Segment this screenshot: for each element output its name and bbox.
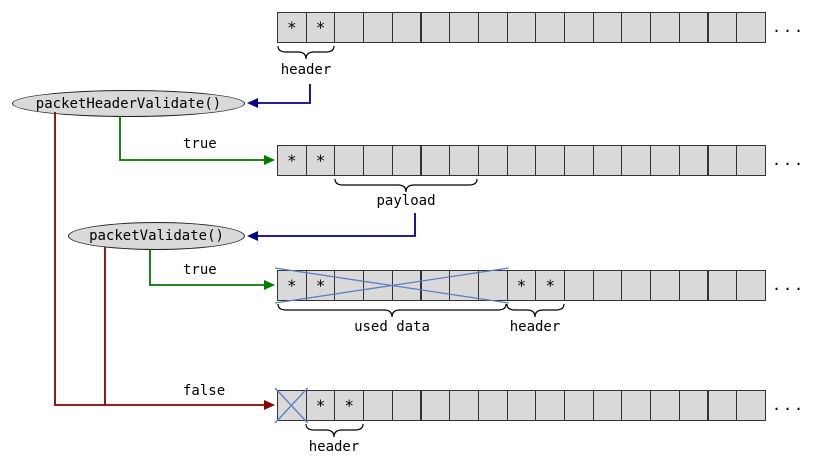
byte-cell xyxy=(334,145,365,176)
byte-cell xyxy=(477,390,508,421)
row2-payload-brace xyxy=(334,178,478,193)
false-edge-to-row4-arrowhead xyxy=(264,400,275,410)
byte-cell xyxy=(564,270,594,301)
byte-cell xyxy=(678,12,709,43)
byte-cell xyxy=(363,270,393,301)
byte-cell xyxy=(477,12,508,43)
byte-cell-marked: * xyxy=(334,390,365,421)
row1-header-label: header xyxy=(280,62,332,78)
row1-header-brace xyxy=(277,45,335,60)
byte-cell xyxy=(564,12,594,43)
byte-cell-marked: * xyxy=(305,145,336,176)
byte-cell-marked: * xyxy=(277,145,307,176)
payload-to-packet-validate-line xyxy=(256,213,416,237)
byte-cell-marked: * xyxy=(277,12,307,43)
true-edge-to-row3-arrowhead xyxy=(264,280,275,290)
byte-cell xyxy=(477,270,508,301)
packet-header-validate-label: packetHeaderValidate() xyxy=(35,95,222,112)
byte-cell xyxy=(707,390,738,421)
byte-cell-marked: * xyxy=(277,270,307,301)
byte-cell-marked: * xyxy=(305,390,336,421)
true-edge-to-row2-arrowhead xyxy=(264,155,275,165)
byte-cell xyxy=(391,12,422,43)
byte-cell xyxy=(650,145,680,176)
byte-cell xyxy=(535,12,565,43)
byte-cell xyxy=(277,390,307,421)
byte-cell xyxy=(707,12,738,43)
byte-cell xyxy=(592,12,623,43)
row4-header-brace xyxy=(305,423,364,438)
byte-cell xyxy=(334,12,365,43)
byte-cell xyxy=(334,270,365,301)
byte-cell xyxy=(621,145,652,176)
byte-cell xyxy=(449,145,479,176)
byte-cell xyxy=(736,390,766,421)
byte-cell xyxy=(449,12,479,43)
byte-cell xyxy=(420,390,451,421)
row3-used-data-brace xyxy=(277,303,507,318)
true-label-packet-validate: true xyxy=(183,262,217,278)
byte-cell xyxy=(449,270,479,301)
byte-cell xyxy=(391,390,422,421)
byte-cell xyxy=(420,270,451,301)
byte-cell xyxy=(678,270,709,301)
byte-cell xyxy=(707,270,738,301)
byte-cell xyxy=(391,145,422,176)
byte-cell xyxy=(391,270,422,301)
row2-payload-label: payload xyxy=(376,193,436,209)
byte-cell xyxy=(564,390,594,421)
row1-continuation-ellipsis: ... xyxy=(772,18,806,36)
byte-cell-marked: * xyxy=(535,270,565,301)
byte-cell xyxy=(564,145,594,176)
byte-cell xyxy=(736,12,766,43)
byte-cell xyxy=(535,145,565,176)
byte-cell xyxy=(621,270,652,301)
byte-cell-marked: * xyxy=(305,270,336,301)
byte-cell xyxy=(707,145,738,176)
byte-cell xyxy=(506,145,537,176)
byte-cell xyxy=(621,390,652,421)
byte-cell xyxy=(650,270,680,301)
byte-cell xyxy=(650,390,680,421)
row4-header-label: header xyxy=(308,439,360,455)
row4-continuation-ellipsis: ... xyxy=(772,396,806,414)
row3-continuation-ellipsis: ... xyxy=(772,276,806,294)
packet-header-validate-node: packetHeaderValidate() xyxy=(12,90,245,117)
byte-cell xyxy=(506,12,537,43)
byte-cell xyxy=(592,390,623,421)
byte-cell xyxy=(736,145,766,176)
header-to-packet-header-validate-line xyxy=(256,84,311,104)
packet-validate-node: packetValidate() xyxy=(68,222,245,250)
payload-to-packet-validate-arrowhead xyxy=(247,231,258,241)
false-label: false xyxy=(183,383,226,399)
header-to-packet-header-validate-arrowhead xyxy=(247,98,258,108)
row3-header-brace xyxy=(506,303,565,318)
byte-cell xyxy=(736,270,766,301)
byte-cell xyxy=(420,12,451,43)
byte-cell xyxy=(678,145,709,176)
row3-used-data-label: used data xyxy=(354,319,430,335)
packet-validate-label: packetValidate() xyxy=(89,228,224,244)
byte-cell xyxy=(420,145,451,176)
byte-cell xyxy=(363,390,393,421)
byte-cell xyxy=(449,390,479,421)
byte-cell xyxy=(678,390,709,421)
byte-cell xyxy=(477,145,508,176)
byte-cell xyxy=(363,145,393,176)
byte-cell xyxy=(592,270,623,301)
byte-cell xyxy=(535,390,565,421)
byte-cell-marked: * xyxy=(305,12,336,43)
byte-cell xyxy=(621,12,652,43)
row2-continuation-ellipsis: ... xyxy=(772,151,806,169)
byte-cell xyxy=(650,12,680,43)
false-edge-to-row4-line xyxy=(54,112,265,406)
row3-header-label: header xyxy=(509,319,561,335)
byte-cell-marked: * xyxy=(506,270,537,301)
byte-cell xyxy=(506,390,537,421)
true-label-header-validate: true xyxy=(183,136,217,152)
byte-cell xyxy=(592,145,623,176)
byte-cell xyxy=(363,12,393,43)
